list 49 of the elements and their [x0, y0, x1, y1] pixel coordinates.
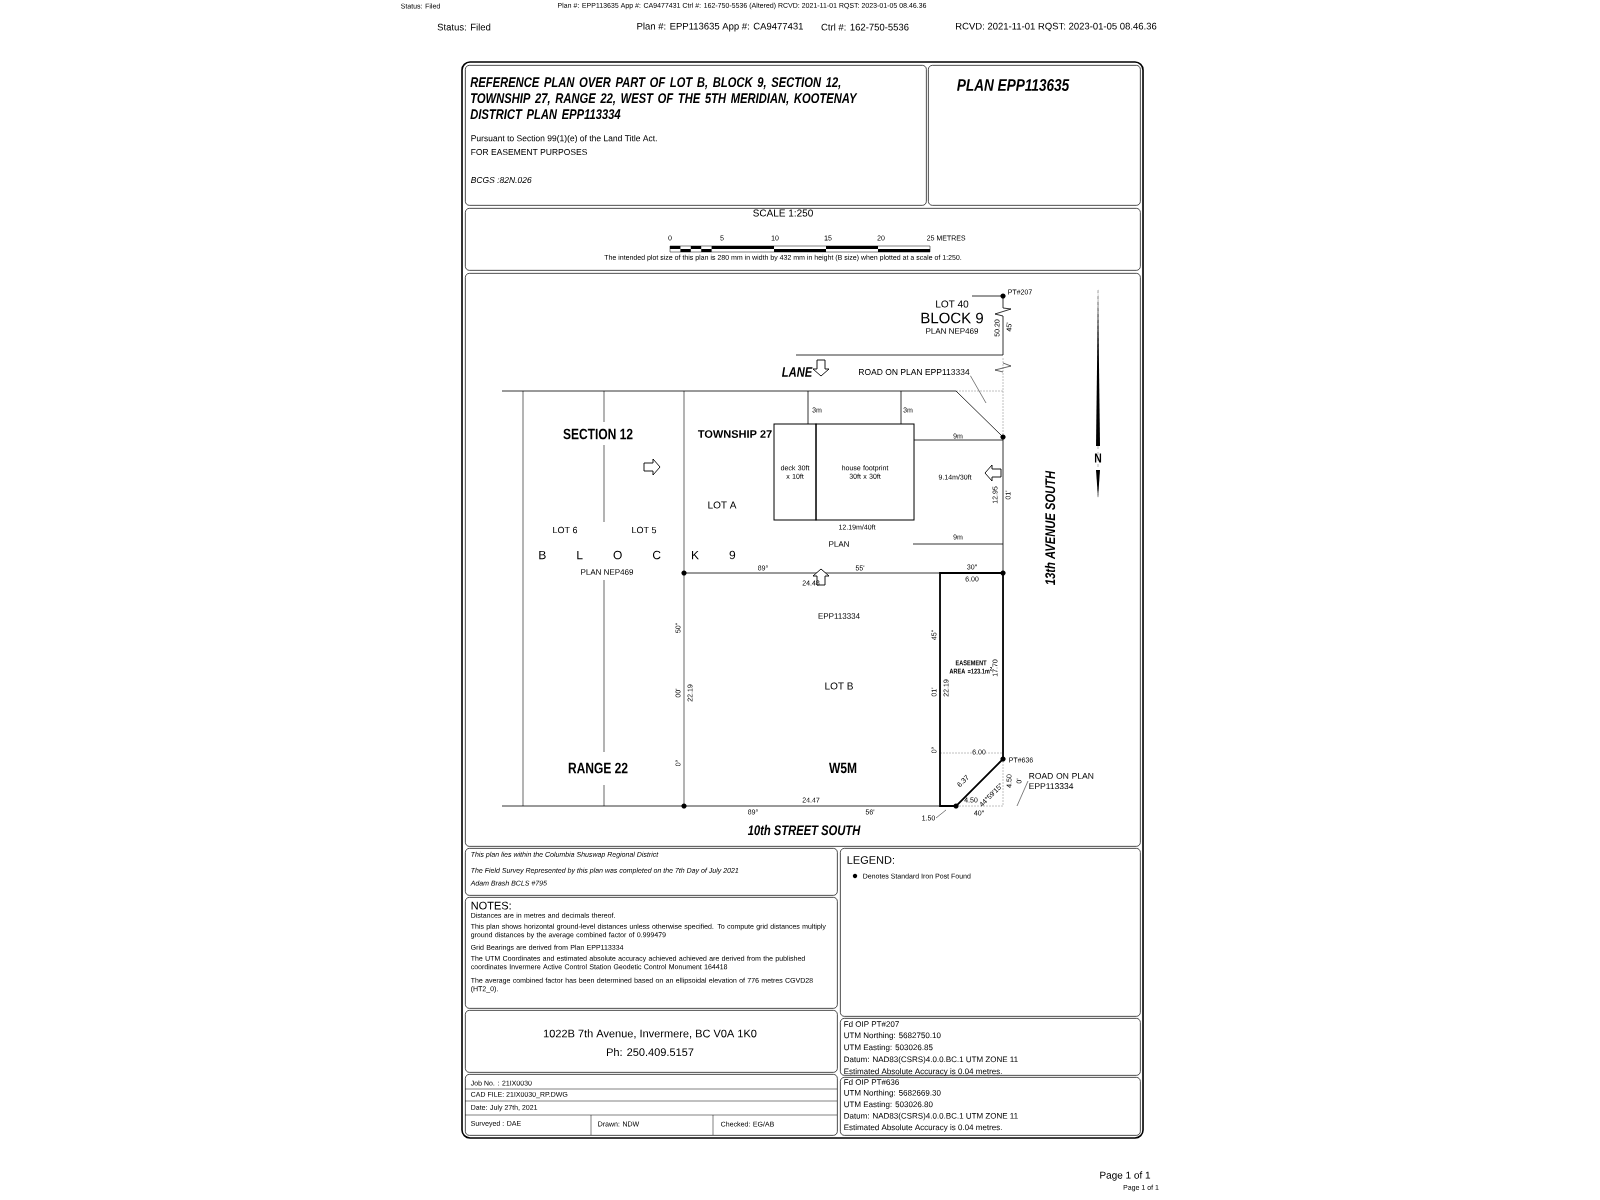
- leader-line: [1016, 780, 1029, 807]
- meridian-label: W5M: [829, 762, 857, 774]
- lot-label: LOT 40: [936, 300, 969, 308]
- note-text: Pursuant to Section 99(1)(e) of the Land Title Act.: [471, 135, 657, 143]
- plan-panel: [465, 273, 1141, 847]
- lot-label: LOT 6: [553, 526, 578, 534]
- leader-line: [970, 375, 987, 404]
- coordinate-text: Estimated Absolute Accuracy is 0.04 metres.: [844, 1124, 1002, 1132]
- range-label: RANGE 22: [568, 762, 628, 774]
- plan-label: PLAN: [829, 541, 849, 547]
- coordinate-text: UTM Easting: 503026.80: [844, 1101, 933, 1109]
- block-label: BLOCK 9: [921, 312, 983, 324]
- north-label: N: [1094, 453, 1102, 463]
- coordinate-text: UTM Easting: 503026.85: [844, 1044, 933, 1052]
- road-name: LANE: [781, 367, 813, 377]
- lot-label: LOT B: [825, 682, 853, 690]
- address-text: 1022B 7th Avenue, Invermere, BC V0A 1K0: [543, 1029, 757, 1039]
- plan-label: EPP113334: [818, 613, 860, 619]
- coordinate-text: Datum: NAD83(CSRS)4.0.0.BC.1 UTM ZONE 11: [844, 1112, 1018, 1121]
- plan-label: PLAN NEP469: [926, 328, 979, 334]
- coordinate-text: Fd OIP PT#636: [844, 1079, 899, 1085]
- note-text: BCGS :82N.026: [471, 177, 532, 183]
- block-label: B L O C K 9: [539, 550, 736, 560]
- plan-number: PLAN EPP113635: [957, 79, 1070, 92]
- leader-line: [935, 809, 947, 819]
- coordinate-text: Estimated Absolute Accuracy is 0.04 metres.: [844, 1068, 1002, 1076]
- plan-label: PLAN NEP469: [581, 569, 634, 575]
- page-number: Page 1 of 1: [1100, 1171, 1151, 1181]
- header-text: Plan #: EPP113635 App #: CA9477431: [637, 22, 803, 32]
- coordinate-text: UTM Northing: 5682750.10: [844, 1032, 941, 1040]
- header-text: Status: Filed: [437, 23, 491, 31]
- notes-heading: NOTES:: [471, 901, 511, 910]
- road-name: 10th STREET SOUTH: [747, 824, 861, 836]
- road-label: ROAD ON PLAN EPP113334: [1029, 772, 1094, 790]
- legend-heading: LEGEND:: [847, 856, 894, 864]
- lot-label: LOT A: [708, 501, 737, 509]
- section-label: SECTION 12: [563, 428, 633, 440]
- title: REFERENCE PLAN OVER PART OF LOT B, BLOCK 9, SECTION 12, TOWNSHIP 27, RANGE 22, WEST OF THE 5TH MERIDIAN, KOOTENAY DISTRICT PLAN EPP113334: [470, 77, 858, 120]
- header-text: RCVD: 2021-11-01 RQST: 2023-01-05 08.46.36: [956, 22, 1157, 32]
- header-text: Ctrl #: 162-750-5536: [821, 23, 909, 31]
- coordinate-text: Fd OIP PT#207: [844, 1021, 899, 1027]
- road-label: ROAD ON PLAN EPP113334: [859, 369, 970, 375]
- phone-text: Ph: 250.409.5157: [607, 1048, 694, 1057]
- note-text: FOR EASEMENT PURPOSES: [471, 149, 587, 155]
- lot-label: LOT 5: [632, 526, 657, 534]
- coordinate-text: Datum: NAD83(CSRS)4.0.0.BC.1 UTM ZONE 11: [844, 1056, 1018, 1064]
- scale-title: SCALE 1:250: [753, 209, 813, 217]
- road-name: 13th AVENUE SOUTH: [1044, 470, 1056, 585]
- coordinate-text: UTM Northing: 5682669.30: [844, 1089, 941, 1098]
